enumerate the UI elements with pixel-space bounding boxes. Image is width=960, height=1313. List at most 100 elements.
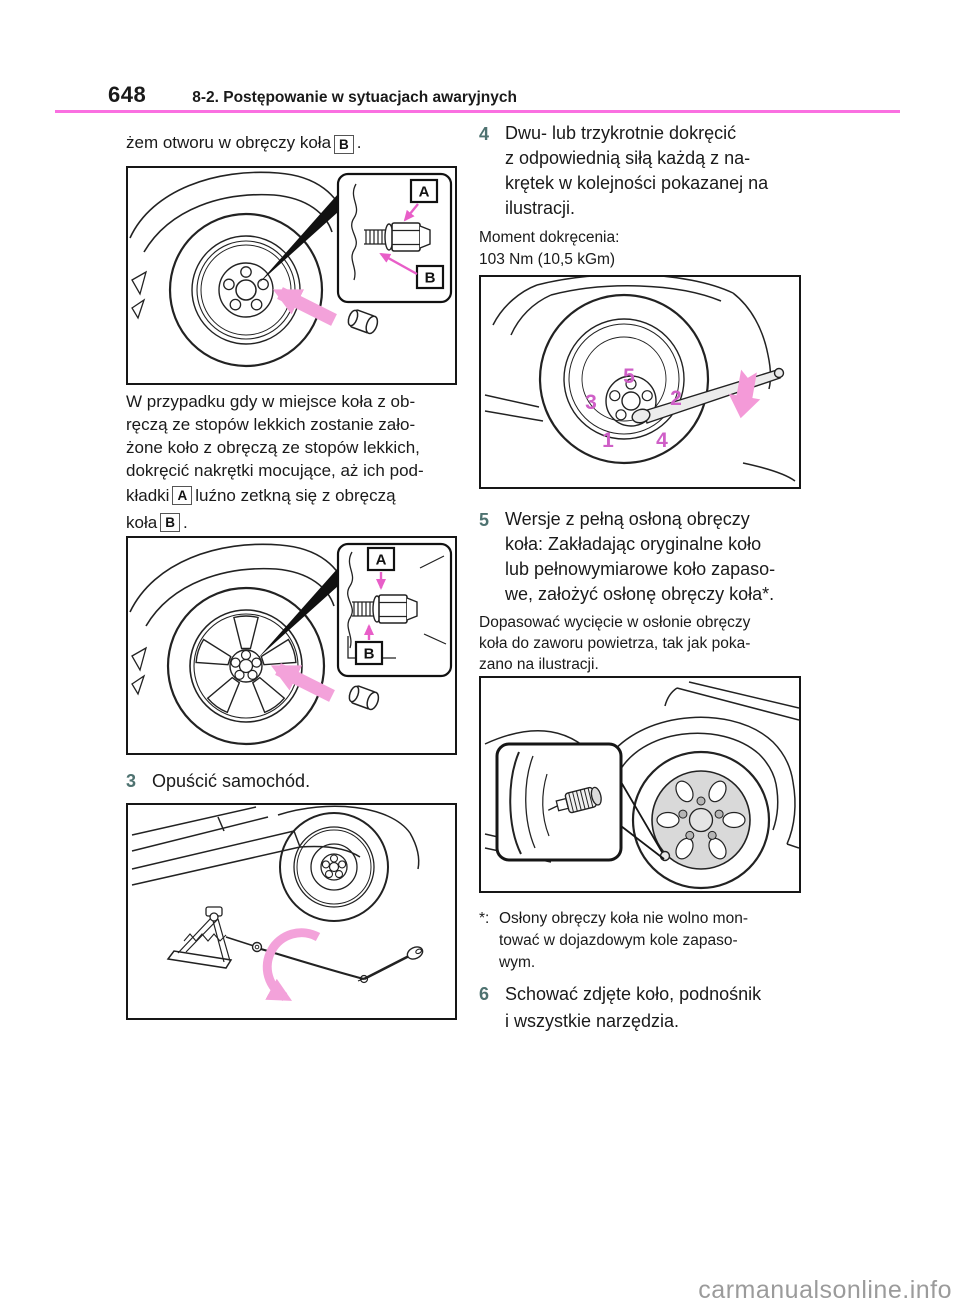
step-line: Dwu- lub trzykrotnie dokręcić: [505, 123, 737, 143]
step-line: z odpowiednią siłą każdą z na-: [505, 148, 751, 168]
label-b-box: [354, 640, 384, 666]
label-a-box: [366, 546, 396, 572]
step-6-text: Schować zdjęte koło, podnośnik i wszystk…: [505, 981, 761, 1035]
alloy-wheel-illustration: A B: [129, 542, 453, 746]
lug-nut-icon: [348, 685, 380, 711]
line6-before: koła: [126, 512, 158, 532]
right-column: 4 Dwu- lub trzykrotnie dokręcić z odpowi…: [479, 121, 813, 1035]
paragraph-line: żone koło z obręczą ze stopów lekkich,: [126, 438, 420, 457]
callout-wedge: [259, 194, 338, 283]
intro-period: .: [356, 133, 362, 152]
page-number: 648: [108, 82, 147, 107]
step-6: 6 Schować zdjęte koło, podnośnik i wszys…: [479, 981, 813, 1035]
callout-leader-lines: [620, 781, 665, 860]
tightening-order-illustration: 5 2 3 1 4: [484, 277, 796, 482]
paragraph-line: W przypadku gdy w miejsce koła z ob-: [126, 392, 416, 411]
label-b: B: [425, 270, 436, 287]
figure-steel-wheel-lug-nut: A B: [126, 166, 457, 385]
note-line: Dopasować wycięcie w osłonie obręczy: [479, 614, 751, 631]
callout-arrow-b: [379, 252, 418, 276]
intro-text: żem otworu w obręczy koła: [126, 133, 332, 152]
car-body-lines: [129, 171, 346, 320]
line5-before: kładki: [126, 485, 170, 505]
step-line: lub pełnowymiarowe koło zapaso-: [505, 559, 776, 579]
step-line: krętek w kolejności pokazanej na: [505, 173, 769, 193]
figure-jack-lowering: [126, 803, 457, 1020]
pink-down-arrow-icon: [728, 369, 761, 419]
step-line: we, założyć osłonę obręczy koła*.: [505, 584, 775, 604]
scissor-jack-icon: [166, 906, 263, 969]
car-body-lines: [131, 805, 420, 886]
callout-arrow-a: [403, 203, 419, 222]
highlight-arrow-icon: [270, 663, 335, 702]
callout-wedge: [258, 568, 338, 658]
tire-and-rim: [168, 212, 324, 368]
step-5-number: 5: [479, 510, 490, 530]
figure-valve-alignment: [479, 676, 801, 893]
label-b-box: [415, 264, 445, 290]
sequence-number-3: 3: [585, 391, 597, 414]
step-4: 4 Dwu- lub trzykrotnie dokręcić z odpowi…: [479, 121, 813, 221]
line6-after: .: [182, 512, 188, 532]
highlight-arrow-icon: [272, 287, 337, 326]
car-body-lines: [129, 543, 347, 696]
sequence-number-2: 2: [670, 387, 682, 410]
figure-tightening-order: 5 2 3 1 4: [479, 275, 801, 489]
rotate-arrow-icon: [262, 928, 321, 1001]
step-4-text: Dwu- lub trzykrotnie dokręcić z odpowied…: [505, 121, 768, 221]
sequence-number-4: 4: [656, 429, 668, 452]
line5-after: luźno zetkną się z obręczą: [195, 485, 396, 505]
paragraph-line: dokręcić nakrętki mocujące, aż ich pod-: [126, 461, 424, 480]
covered-wheel: [631, 750, 771, 890]
footnote-line: wym.: [499, 954, 536, 971]
car-body-lines: [484, 277, 796, 482]
step-3: 3 Opuścić samochód.: [126, 768, 457, 794]
lug-nut-drawing: [364, 222, 431, 252]
key-label-a: A: [172, 486, 193, 505]
step-line: Schować zdjęte koło, podnośnik: [505, 984, 762, 1004]
torque-spec: Moment dokręcenia: 103 Nm (10,5 kGm): [479, 227, 813, 271]
wheel: [279, 812, 389, 922]
torque-label: Moment dokręcenia:: [479, 229, 620, 246]
step-4-number: 4: [479, 124, 490, 144]
tire-and-rim: [538, 293, 710, 465]
watermark: carmanualsonline.info: [698, 1276, 952, 1304]
inset-box: A B: [336, 172, 453, 304]
step-5-text: Wersje z pełną osłoną obręczy koła: Zakł…: [505, 507, 775, 607]
step-line: koła: Zakładając oryginalne koło: [505, 534, 762, 554]
inset-box: A B: [336, 542, 453, 678]
jack-lowering-illustration: [131, 805, 424, 1001]
label-a: A: [419, 184, 430, 201]
step-5: 5 Wersje z pełną osłoną obręczy koła: Za…: [479, 507, 813, 607]
key-label-b: B: [334, 135, 354, 154]
sequence-number-5: 5: [623, 365, 635, 388]
valve-alignment-illustration: [484, 681, 799, 890]
paragraph-line: ręczą ze stopów lekkich zostanie zało-: [126, 415, 416, 434]
footnote-text: Osłony obręczy koła nie wolno mon- tować…: [499, 908, 748, 974]
valve-stem-icon: [547, 786, 602, 814]
sequence-number-1: 1: [602, 429, 614, 452]
torque-value: 103 Nm (10,5 kGm): [479, 251, 616, 268]
step-6-number: 6: [479, 984, 490, 1004]
lug-nut-drawing: [352, 594, 418, 624]
inset-box: [495, 742, 623, 862]
body-paragraph: W przypadku gdy w miejsce koła z ob- ręc…: [126, 390, 457, 536]
label-a: A: [376, 552, 387, 569]
footnote-line: tować w dojazdowym kole zapaso-: [499, 932, 738, 949]
step-line: ilustracji.: [505, 198, 576, 218]
header-rule: [55, 110, 900, 113]
lug-nut-icon: [347, 309, 379, 335]
step-line: i wszystkie narzędzia.: [505, 1011, 680, 1031]
page-header: 648 8-2. Postępowanie w sytuacjach awary…: [108, 82, 517, 108]
footnote-line: Osłony obręczy koła nie wolno mon-: [499, 910, 748, 927]
valve-on-wheel: [659, 850, 671, 862]
note-paragraph: Dopasować wycięcie w osłonie obręczy koł…: [479, 612, 813, 675]
figure-alloy-wheel-lug-nut: A B: [126, 536, 457, 755]
car-body-lines: [484, 681, 799, 863]
key-label-b: B: [160, 513, 180, 532]
step-3-number: 3: [126, 771, 137, 791]
